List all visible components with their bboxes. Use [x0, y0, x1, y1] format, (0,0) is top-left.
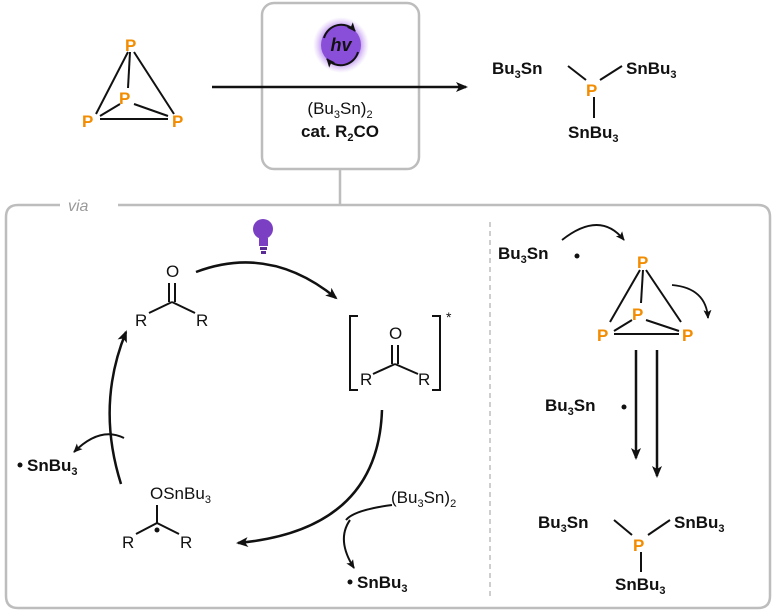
white-phosphorus-mechanism: P P P P [597, 253, 693, 345]
bond-cleavage-arrow [671, 284, 712, 319]
distannane-reagent: (Bu3Sn)2 [391, 488, 456, 510]
mech-product-left: Bu3Sn [538, 513, 589, 535]
product-phosphorus: P [586, 81, 597, 100]
mech-phosphorus-right: P [682, 326, 693, 345]
product-mechanism: Bu3Sn P SnBu3 SnBu3 [538, 513, 725, 597]
mech-product-right: SnBu3 [674, 513, 725, 535]
svg-text:Bu3Sn: Bu3Sn [498, 244, 549, 266]
ketone-oxygen: O [166, 262, 179, 281]
ketone-r2: R [196, 311, 208, 330]
white-phosphorus-reactant: P P P P [82, 36, 183, 131]
excitation-arrow [195, 261, 338, 300]
excited-r1: R [360, 370, 372, 389]
radical-out-arrow [343, 519, 355, 569]
excited-state-star: * [446, 309, 452, 325]
radical-r2: R [180, 533, 192, 552]
light-label: hv [330, 35, 352, 55]
mech-phosphorus-center: P [632, 305, 643, 324]
via-label: via [68, 198, 89, 215]
radical-attack-arrow [561, 224, 625, 241]
mechanism-panel [4, 203, 772, 610]
radical-r1: R [122, 533, 134, 552]
phosphorus-atom-left: P [82, 112, 93, 131]
light-icon: hv [313, 17, 369, 73]
ketyl-radical: OSnBu3 R R [122, 484, 211, 552]
second-tin-radical: Bu3Sn [545, 396, 627, 418]
excited-r2: R [418, 370, 430, 389]
svg-text:SnBu3: SnBu3 [357, 573, 408, 595]
mech-phosphorus-left: P [597, 326, 608, 345]
mech-product-bottom: SnBu3 [615, 575, 666, 597]
stannylation-arrow [236, 409, 384, 548]
regeneration-arrow [108, 330, 128, 485]
excited-ketone: O R R * [349, 309, 452, 391]
reagent-entry-curve [345, 504, 393, 521]
mech-product-phosphorus: P [633, 536, 644, 555]
radical-oxygen-group: OSnBu3 [150, 484, 211, 506]
product-substituent-right: SnBu3 [626, 59, 677, 81]
product-substituent-left: Bu3Sn [492, 59, 543, 81]
mech-phosphorus-top: P [637, 253, 648, 272]
generated-tin-radical: SnBu3 [347, 573, 408, 595]
svg-text:Bu3Sn: Bu3Sn [545, 396, 596, 418]
phosphorus-atom-center: P [119, 89, 130, 108]
reagent-label: (Bu3Sn)2 [307, 99, 372, 121]
light-bulb-icon [253, 219, 273, 254]
phosphorus-atom-right: P [172, 112, 183, 131]
ketone: O R R [135, 262, 208, 330]
product-top: Bu3Sn P SnBu3 SnBu3 [492, 59, 677, 145]
svg-text:SnBu3: SnBu3 [27, 456, 78, 478]
catalyst-label: cat. R2CO [301, 122, 379, 144]
released-tin-radical: SnBu3 [17, 456, 78, 478]
excited-oxygen: O [389, 324, 402, 343]
ketone-r1: R [135, 311, 147, 330]
phosphorus-atom-top: P [125, 36, 136, 55]
product-substituent-bottom: SnBu3 [568, 123, 619, 145]
tin-radical-attacker: Bu3Sn [498, 244, 580, 266]
radical-release-arrow [73, 433, 125, 453]
